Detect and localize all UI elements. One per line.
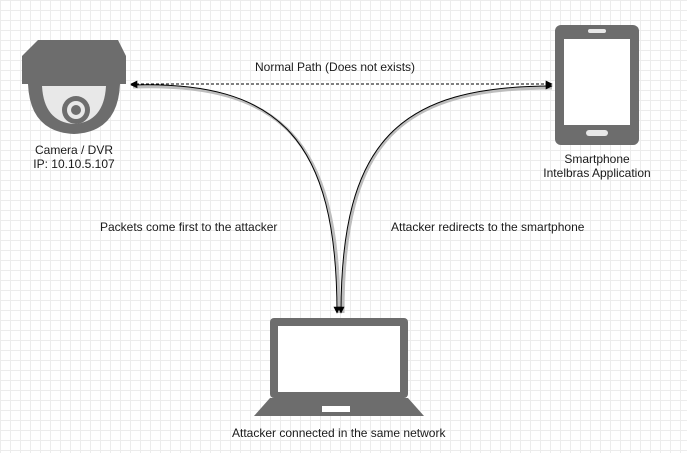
smartphone-icon xyxy=(555,25,639,145)
laptop-icon xyxy=(254,318,424,416)
attacker-to-smartphone-arrow xyxy=(341,86,553,314)
smartphone-label: Smartphone Intelbras Application xyxy=(527,152,667,180)
attacker-label: Attacker connected in the same network xyxy=(232,426,446,440)
left-flow-label: Packets come first to the attacker xyxy=(100,220,278,234)
camera-to-attacker-arrow xyxy=(132,85,341,314)
smartphone-name: Smartphone xyxy=(564,152,630,166)
camera-name: Camera / DVR xyxy=(34,143,114,157)
camera-icon xyxy=(22,40,126,134)
normal-path-label: Normal Path (Does not exists) xyxy=(255,60,416,74)
smartphone-app: Intelbras Application xyxy=(543,166,651,180)
right-flow-label: Attacker redirects to the smartphone xyxy=(391,220,585,234)
camera-label: Camera / DVR IP: 10.10.5.107 xyxy=(14,143,134,171)
camera-ip: IP: 10.10.5.107 xyxy=(33,157,115,171)
